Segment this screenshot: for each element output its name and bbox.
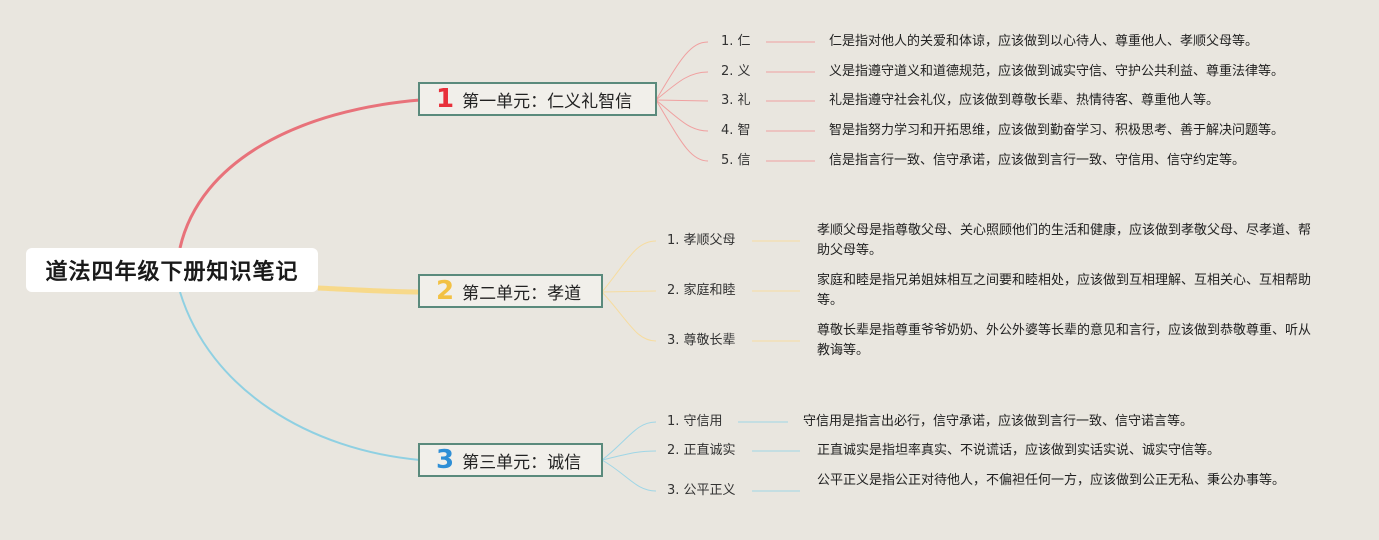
connector-3-1: [601, 421, 657, 461]
item-desc-1-2[interactable]: 义是指遵守道义和道德规范，应该做到诚实守信、守护公共利益、尊重法律等。: [829, 64, 1285, 79]
item-desc-3-1[interactable]: 守信用是指言出必行，信守承诺，应该做到言行一致、信守诺言等。: [803, 414, 1194, 429]
connector-2-1: [601, 240, 657, 293]
connector-1-1: [655, 41, 709, 101]
item-label-2-2[interactable]: 2. 家庭和睦: [667, 283, 736, 298]
item-desc-3-3[interactable]: 公平正义是指公正对待他人，不偏袒任何一方，应该做到公正无私、秉公办事等。: [817, 473, 1286, 488]
connector-2-3: [601, 291, 657, 342]
item-label-1-4[interactable]: 4. 智: [721, 123, 751, 138]
connector-2-2: [601, 290, 657, 293]
item-desc-1-3[interactable]: 礼是指遵守社会礼仪，应该做到尊敬长辈、热情待客、尊重他人等。: [829, 93, 1220, 108]
item-desc-1-4[interactable]: 智是指努力学习和开拓思维，应该做到勤奋学习、积极思考、善于解决问题等。: [829, 123, 1285, 138]
item-label-2-3[interactable]: 3. 尊敬长辈: [667, 333, 736, 348]
item-desc-1-1[interactable]: 仁是指对他人的关爱和体谅，应该做到以心待人、尊重他人、孝顺父母等。: [829, 34, 1259, 49]
branch-unit-2: [317, 285, 421, 295]
connector-3-2: [601, 450, 657, 461]
item-label-1-3[interactable]: 3. 礼: [721, 93, 751, 108]
unit-node-1[interactable]: 1 第一单元：仁义礼智信: [418, 82, 657, 116]
branch-unit-1: [178, 98, 421, 249]
mindmap-root-title[interactable]: 道法四年级下册知识笔记: [26, 248, 318, 292]
unit-number-2: 2: [436, 276, 455, 306]
item-label-1-2[interactable]: 2. 义: [721, 64, 751, 79]
item-desc-2-1[interactable]: 孝顺父母是指尊敬父母、关心照顾他们的生活和健康，应该做到孝敬父母、尽孝道、帮助父…: [817, 223, 1312, 258]
item-label-2-1[interactable]: 1. 孝顺父母: [667, 233, 736, 248]
item-desc-2-3[interactable]: 尊敬长辈是指尊重爷爷奶奶、外公外婆等长辈的意见和言行，应该做到恭敬尊重、听从教诲…: [817, 323, 1312, 358]
unit-node-2[interactable]: 2 第二单元：孝道: [418, 274, 603, 308]
connector-3-3: [601, 459, 657, 492]
connector-1-3: [655, 99, 709, 102]
unit-number-1: 1: [436, 84, 455, 114]
unit-number-3: 3: [436, 445, 455, 475]
item-desc-3-2[interactable]: 正直诚实是指坦率真实、不说谎话，应该做到实话实说、诚实守信等。: [817, 443, 1221, 458]
connector-1-5: [655, 99, 709, 162]
unit-label-3: 第三单元：诚信: [462, 452, 582, 473]
connector-1-4: [655, 99, 709, 132]
item-desc-1-5[interactable]: 信是指言行一致、信守承诺，应该做到言行一致、守信用、信守约定等。: [829, 153, 1246, 168]
item-label-3-1[interactable]: 1. 守信用: [667, 414, 723, 429]
item-label-1-1[interactable]: 1. 仁: [721, 34, 751, 49]
item-desc-2-2[interactable]: 家庭和睦是指兄弟姐妹相互之间要和睦相处，应该做到互相理解、互相关心、互相帮助等。: [817, 273, 1312, 308]
unit-label-2: 第二单元：孝道: [462, 283, 582, 304]
item-label-1-5[interactable]: 5. 信: [721, 153, 751, 168]
unit-node-3[interactable]: 3 第三单元：诚信: [418, 443, 603, 477]
unit-label-1: 第一单元：仁义礼智信: [462, 91, 633, 112]
item-label-3-3[interactable]: 3. 公平正义: [667, 483, 736, 498]
connector-1-2: [655, 71, 709, 101]
item-label-3-2[interactable]: 2. 正直诚实: [667, 443, 736, 458]
branch-unit-3: [179, 291, 421, 461]
